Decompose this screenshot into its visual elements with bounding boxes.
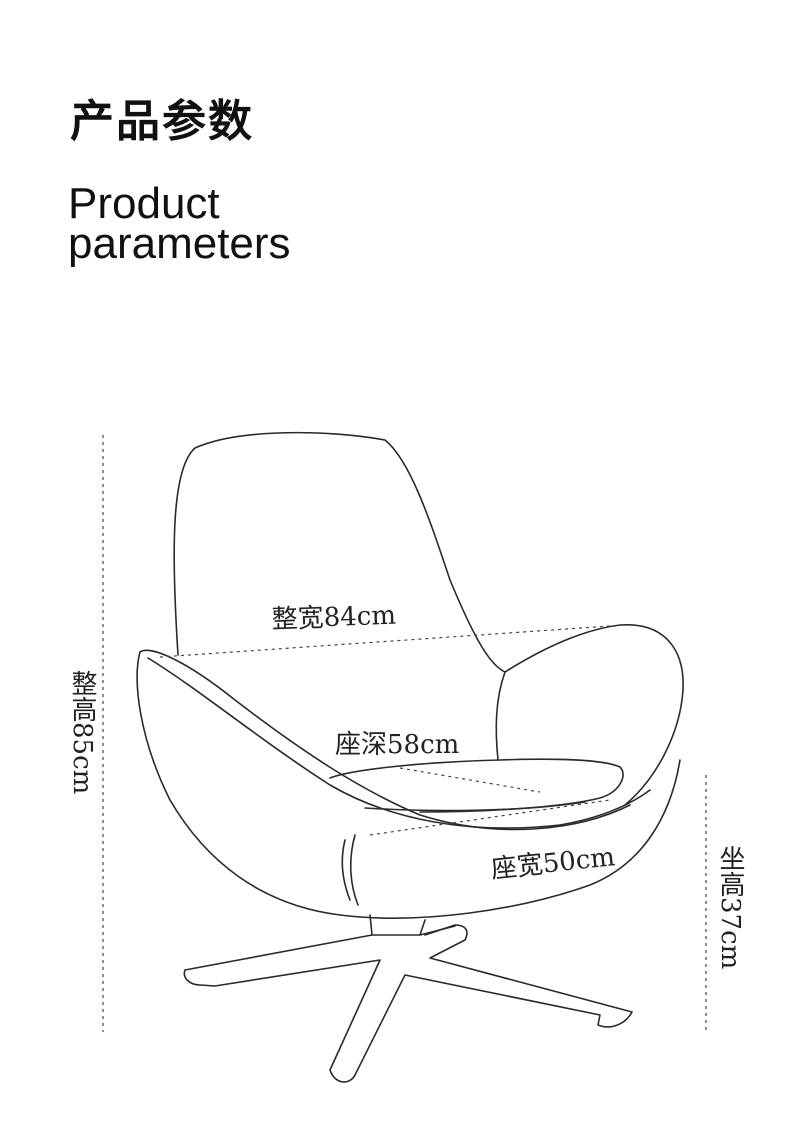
chair-base [183,924,633,1083]
page-title-en: Product parameters [68,179,291,268]
label-overall-height: 整高85cm [67,670,97,795]
chair-shell [139,649,631,831]
dim-line-seat-width [369,799,611,836]
title-en-line2: parameters [68,219,291,268]
dim-line-overall-width [159,625,611,658]
chair-pedestal [369,914,426,936]
chair-backrest [173,431,506,673]
dim-line-seat-depth [399,767,541,793]
label-seat-depth: 座深58cm [335,730,459,760]
title-en-line1: Product [68,179,220,228]
label-overall-width: 整宽84cm [271,601,396,635]
label-seat-width: 座宽50cm [490,842,617,885]
page-title-cn: 产品参数 [70,96,254,147]
chair-right-arm [504,624,684,806]
label-seat-height: 坐高37cm [715,845,745,970]
